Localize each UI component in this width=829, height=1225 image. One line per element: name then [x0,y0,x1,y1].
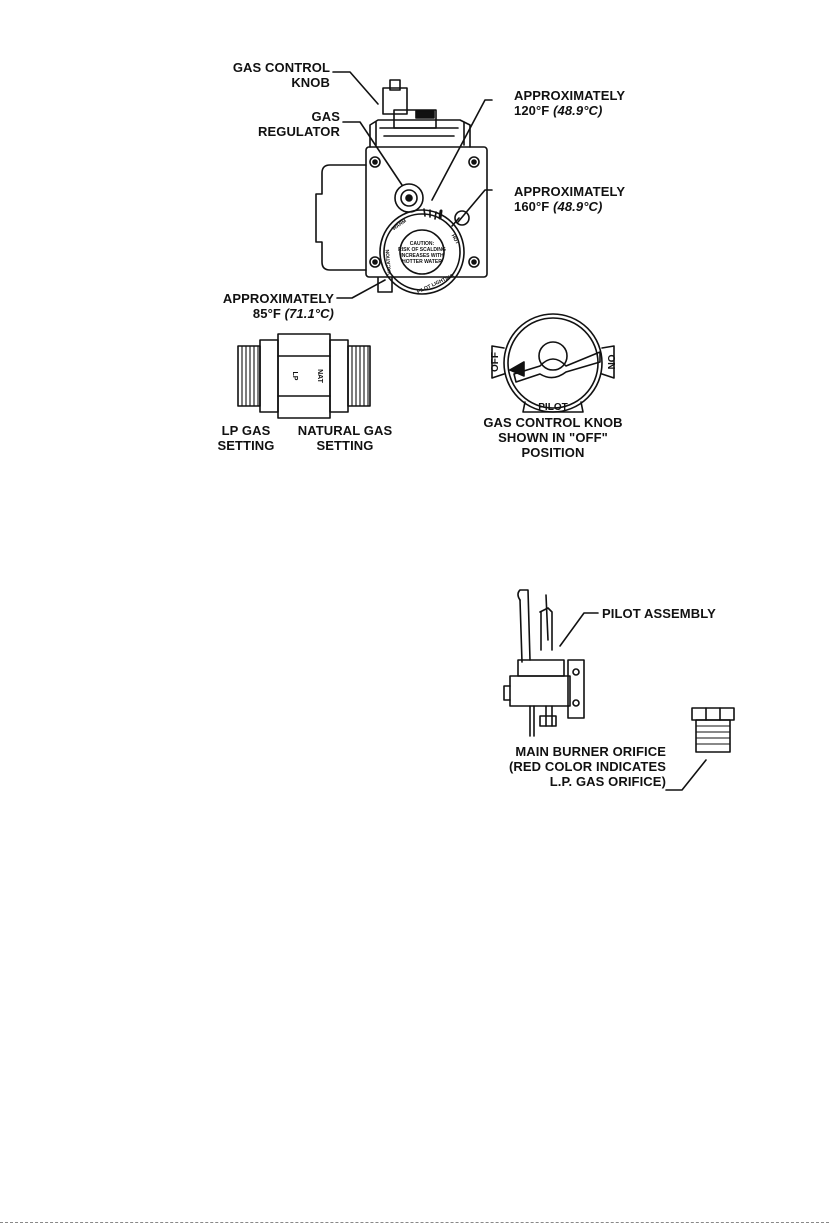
dial-caution-line3: INCREASES WITH [400,253,444,259]
dial-caution-line4: HOTTER WATER [402,259,442,265]
main-burner-orifice-line3: L.P. GAS ORIFICE) [549,774,666,789]
knob-on-text: ON [605,355,616,370]
approx-85-line1: APPROXIMATELY [222,291,334,306]
gas-selector-fitting [237,333,371,419]
gas-control-knob-label-line1: GAS CONTROL [232,60,330,75]
pilot-assembly-label: PILOT ASSEMBLY [602,606,716,621]
approx-160-label: APPROXIMATELY 160°F (48.9°C) [514,184,654,214]
page-bottom-rule [0,1222,829,1223]
dial-caution-line1: CAUTION: [410,241,435,247]
approx-120-metric: (48.9°C) [553,103,603,118]
temperature-dial [379,208,465,295]
lp-gas-setting-label: LP GAS SETTING [208,423,284,453]
natural-gas-setting-line1: NATURAL GAS [297,423,393,438]
dial-caution-line2: RISK OF SCALDING [398,247,446,253]
gas-control-knob-label: GAS CONTROL KNOB [220,60,330,90]
knob-off-position-label: GAS CONTROL KNOB SHOWN IN "OFF" POSITION [470,415,636,460]
main-burner-orifice-label: MAIN BURNER ORIFICE (RED COLOR INDICATES… [500,744,666,789]
approx-160-metric: (48.9°C) [553,199,603,214]
approx-120-label: APPROXIMATELY 120°F (48.9°C) [514,88,654,118]
gas-control-knob-off [491,313,615,413]
knob-off-position-line2: SHOWN IN "OFF" [498,430,608,445]
approx-85-temp: 85°F [252,306,281,321]
gas-control-knob-label-line2: KNOB [291,75,330,90]
natural-gas-setting-label: NATURAL GAS SETTING [290,423,400,453]
natural-gas-setting-line2: SETTING [316,438,374,453]
knob-pilot-text: PILOT [538,402,567,413]
leader-lines-valve [332,71,493,299]
main-burner-orifice-drawing [665,707,735,791]
approx-160-temp: 160°F [514,199,550,214]
gas-valve-body [315,79,488,293]
main-burner-orifice-line1: MAIN BURNER ORIFICE [515,744,666,759]
knob-off-position-line1: GAS CONTROL KNOB [483,415,623,430]
approx-120-temp: 120°F [514,103,550,118]
gas-regulator-label: GAS REGULATOR [240,109,340,139]
lp-gas-setting-line1: LP GAS [221,423,271,438]
dial-vacation-label: VACATION [385,249,393,275]
gas-regulator-label-line1: GAS [311,109,340,124]
approx-85-label: APPROXIMATELY 85°F (71.1°C) [210,291,334,321]
knob-off-text: OFF [490,352,501,372]
approx-120-line1: APPROXIMATELY [514,88,626,103]
selector-nat-text: NAT [316,369,323,384]
lp-gas-setting-line2: SETTING [217,438,275,453]
selector-lp-text: LP [291,372,298,381]
approx-85-metric: (71.1°C) [284,306,334,321]
approx-160-line1: APPROXIMATELY [514,184,626,199]
gas-regulator-label-line2: REGULATOR [257,124,340,139]
dial-hot-label: HOT [450,233,460,245]
main-burner-orifice-line2: (RED COLOR INDICATES [508,759,666,774]
pilot-assembly-drawing [503,589,599,737]
knob-off-position-line3: POSITION [521,445,585,460]
